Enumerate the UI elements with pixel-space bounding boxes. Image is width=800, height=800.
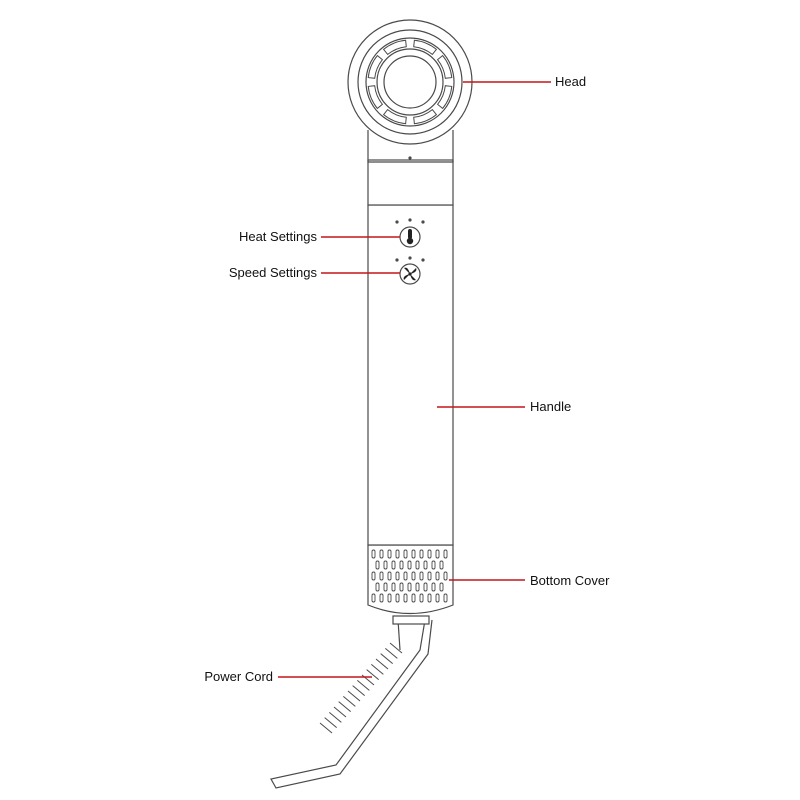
fan-icon (403, 267, 417, 281)
bottom-cover (367, 544, 454, 615)
vent-grille (371, 549, 448, 603)
speed-settings-label: Speed Settings (228, 265, 317, 280)
cord-strain-relief (319, 642, 403, 734)
handle-label: Handle (530, 399, 572, 414)
power-cord-label: Power Cord (204, 669, 273, 684)
cord-collar (392, 615, 430, 625)
upper-collar (367, 159, 454, 206)
neck (367, 130, 454, 163)
handle-body (367, 204, 454, 546)
bottom-cover-label: Bottom Cover (530, 573, 610, 588)
power-cord (270, 619, 433, 789)
speed-settings-button[interactable] (395, 256, 425, 285)
heat-settings-button[interactable] (395, 218, 425, 248)
head (347, 19, 473, 145)
head-vent-slots (367, 39, 453, 125)
neck-dot (408, 156, 412, 160)
heat-settings-label: Heat Settings (238, 229, 317, 244)
head-label: Head (555, 74, 587, 89)
thermometer-icon (406, 229, 414, 245)
